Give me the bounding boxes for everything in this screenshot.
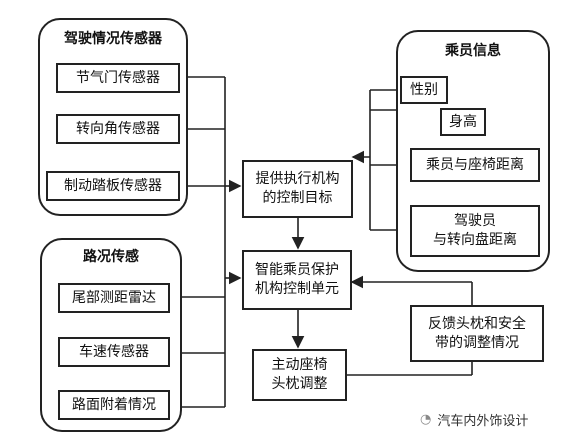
throttle-sensor-label: 节气门传感器 [76, 69, 160, 86]
height-label: 身高 [449, 113, 477, 130]
height-box: 身高 [440, 108, 486, 136]
speed-sensor-label: 车速传感器 [79, 343, 149, 360]
watermark-text: 汽车内外饰设计 [437, 414, 529, 429]
driving-sensors-title: 驾驶情况传感器 [64, 31, 162, 47]
driver-wheel-distance-box: 驾驶员 与转向盘距离 [410, 205, 540, 257]
watermark: ◔ 汽车内外饰设计 [420, 410, 528, 429]
rear-radar-box: 尾部测距雷达 [58, 283, 170, 313]
wechat-icon: ◔ [420, 412, 432, 427]
gender-label: 性别 [410, 81, 438, 98]
road-adhesion-box: 路面附着情况 [58, 390, 170, 420]
speed-sensor-box: 车速传感器 [58, 337, 170, 367]
seat-adjust-label: 主动座椅 头枕调整 [271, 357, 328, 392]
passenger-info-title: 乘员信息 [445, 43, 501, 59]
throttle-sensor-box: 节气门传感器 [56, 63, 180, 93]
passenger-seat-distance-box: 乘员与座椅距离 [410, 148, 540, 182]
control-unit-label: 智能乘员保护 机构控制单元 [255, 262, 339, 297]
control-target-label: 提供执行机构 的控制目标 [255, 171, 340, 206]
feedback-label: 反馈头枕和安全 带的调整情况 [428, 315, 526, 351]
steering-angle-sensor-label: 转向角传感器 [76, 120, 160, 137]
steering-angle-sensor-box: 转向角传感器 [56, 114, 180, 144]
feedback-box: 反馈头枕和安全 带的调整情况 [410, 305, 544, 362]
passenger-seat-distance-label: 乘员与座椅距离 [426, 156, 524, 173]
control-target-box: 提供执行机构 的控制目标 [242, 160, 353, 218]
road-adhesion-label: 路面附着情况 [72, 396, 156, 413]
brake-pedal-sensor-label: 制动踏板传感器 [64, 177, 162, 194]
driver-wheel-distance-label: 驾驶员 与转向盘距离 [433, 213, 517, 248]
gender-box: 性别 [400, 76, 448, 104]
seat-adjust-box: 主动座椅 头枕调整 [252, 349, 347, 401]
rear-radar-label: 尾部测距雷达 [72, 289, 156, 306]
road-sensors-title: 路况传感 [83, 249, 139, 265]
brake-pedal-sensor-box: 制动踏板传感器 [46, 171, 180, 201]
control-unit-box: 智能乘员保护 机构控制单元 [242, 250, 352, 310]
